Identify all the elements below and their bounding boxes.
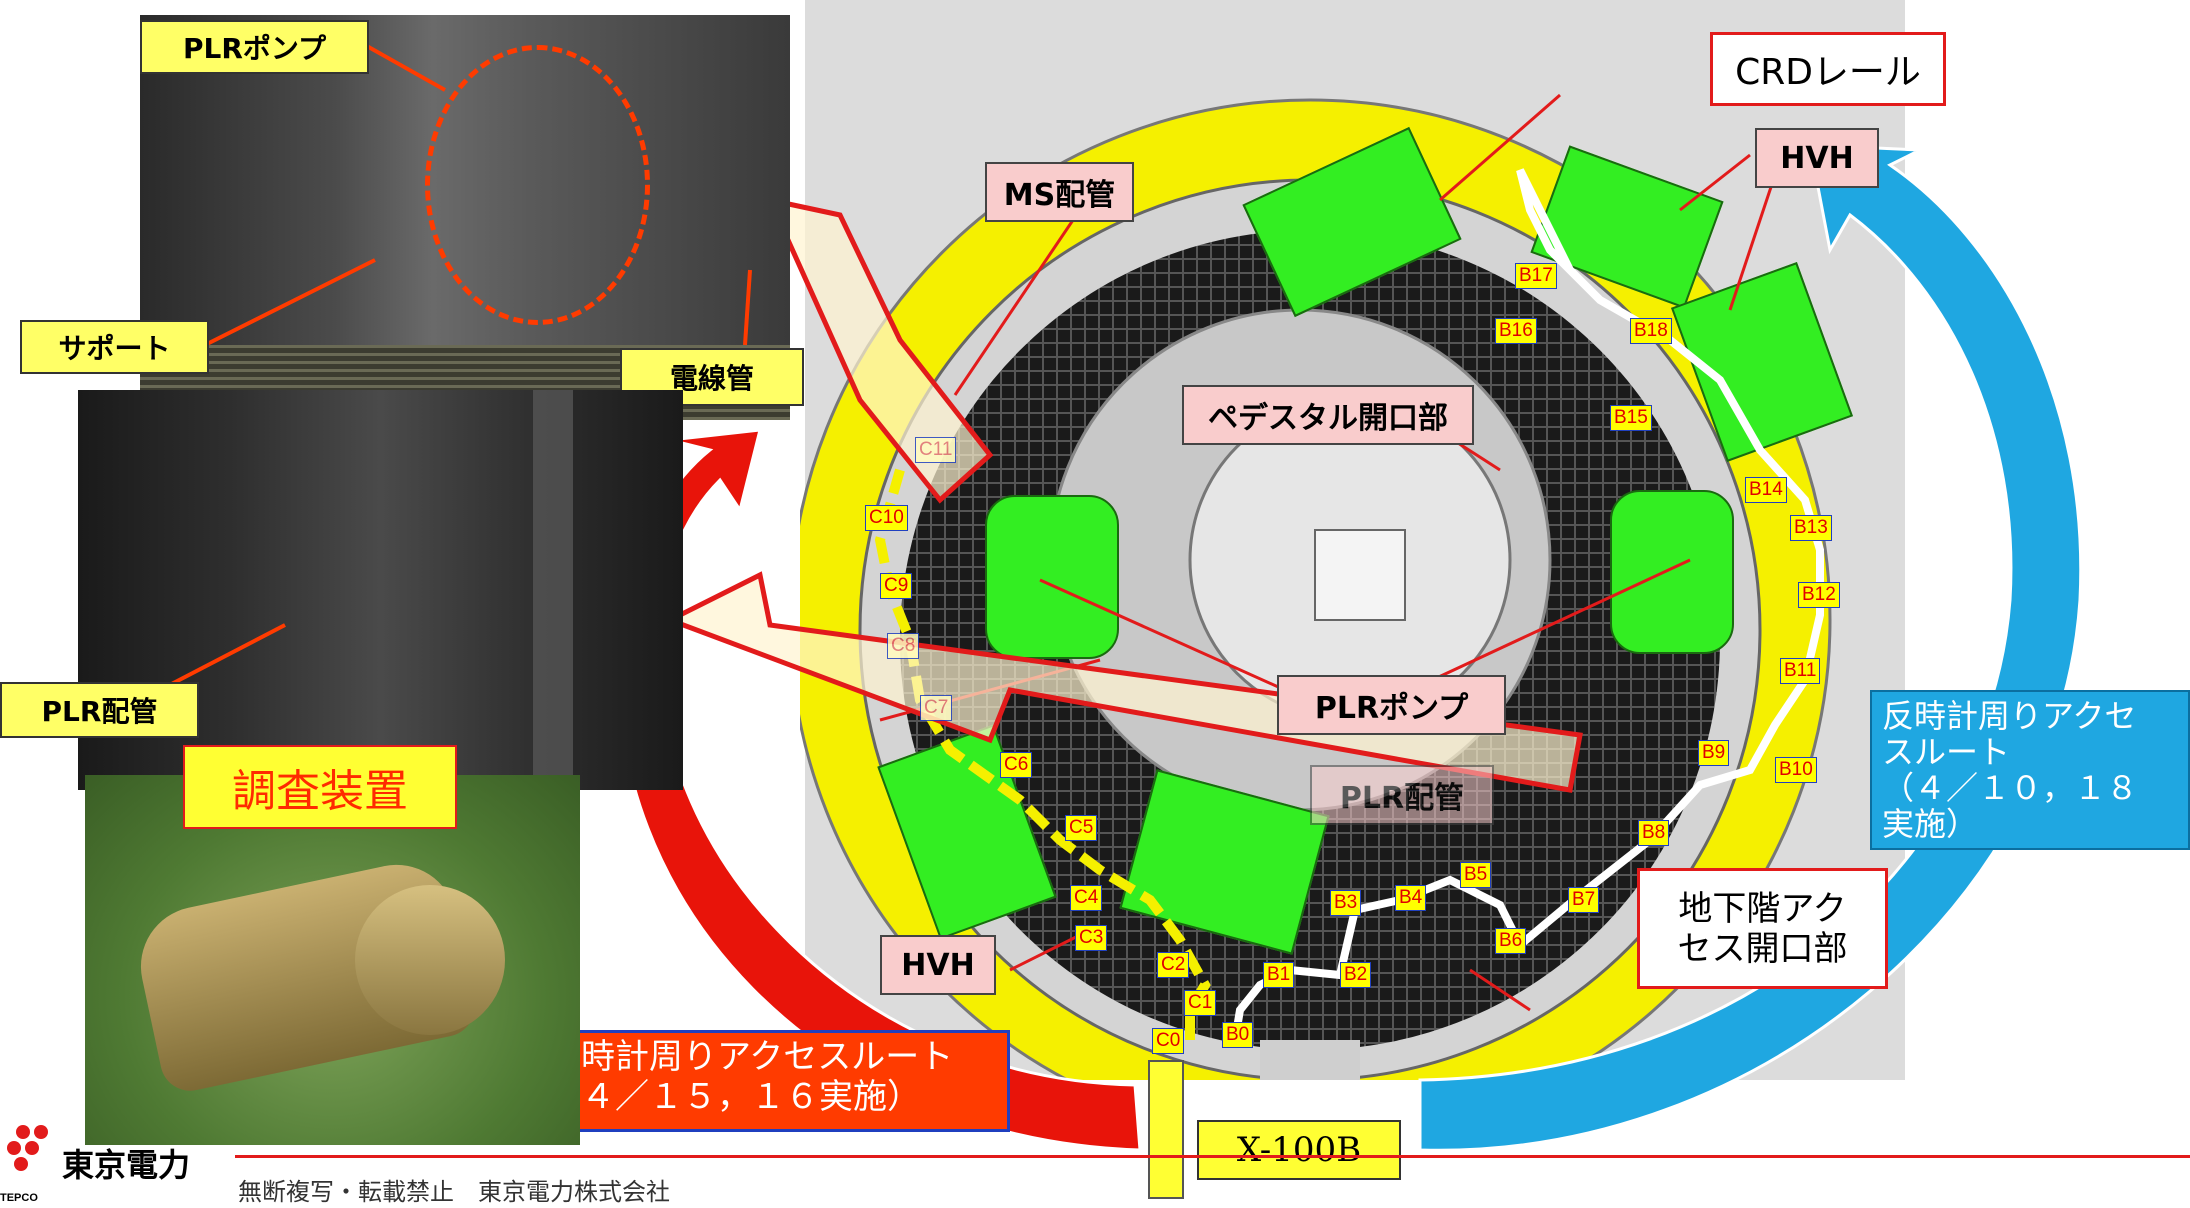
- node-c10: C10: [865, 505, 908, 531]
- logo-dot-1: [16, 1125, 30, 1139]
- support-label: サポート: [20, 320, 209, 374]
- plr-pump-right: [1610, 490, 1734, 654]
- blue-route-line3: （４／１０，１８: [1882, 769, 2139, 807]
- hvh-top-label: HVH: [1755, 128, 1879, 188]
- node-b8: B8: [1638, 820, 1670, 846]
- b-route-path: [1231, 168, 1824, 1041]
- plr-piping-photo-label: PLR配管: [0, 682, 199, 738]
- node-b13: B13: [1790, 515, 1832, 541]
- logo-dot-4: [25, 1141, 39, 1155]
- pedestal-opening-label: ペデスタル開口部: [1182, 385, 1474, 445]
- plr-pump-photo-label: PLRポンプ: [140, 20, 369, 74]
- company-name: 東京電力: [62, 1146, 191, 1184]
- x100b-label: X-100B: [1197, 1120, 1401, 1180]
- node-b6: B6: [1495, 928, 1527, 954]
- basement-opening-line2: セス開口部: [1677, 928, 1848, 969]
- node-c5: C5: [1065, 815, 1098, 841]
- red-route-line2: （４／１５，１６実施）: [547, 1077, 921, 1117]
- top-photo-pointers: [204, 43, 752, 347]
- node-b17: B17: [1515, 263, 1557, 289]
- plr-pump-diagram-label: PLRポンプ: [1277, 675, 1506, 735]
- node-b14: B14: [1745, 477, 1787, 503]
- node-c2: C2: [1157, 952, 1190, 978]
- device-crawler: [355, 885, 505, 1035]
- node-b1: B1: [1263, 962, 1295, 988]
- node-c1: C1: [1184, 990, 1217, 1016]
- crd-rail-label: CRDレール: [1710, 32, 1946, 106]
- node-c6: C6: [1000, 752, 1033, 778]
- footer-rule: [235, 1155, 2190, 1158]
- ms-piping-label: MS配管: [985, 162, 1134, 222]
- plr-piping-diagram-label: PLR配管: [1310, 765, 1494, 825]
- node-b10: B10: [1775, 757, 1817, 783]
- hvh-bottom-label: HVH: [880, 935, 996, 995]
- node-b11: B11: [1780, 658, 1821, 684]
- ms-piping-arrow: [765, 196, 994, 504]
- blue-route-curve: [1418, 143, 2083, 1152]
- node-c3: C3: [1075, 925, 1108, 951]
- red-route-label: 反時計周りアクセスルート （４／１５，１６実施）: [530, 1030, 1010, 1132]
- node-c0: C0: [1152, 1028, 1185, 1054]
- node-b18: B18: [1630, 318, 1672, 344]
- blue-route-line1: 反時計周りアクセ: [1882, 697, 2137, 735]
- node-b7: B7: [1568, 887, 1600, 913]
- node-b4: B4: [1395, 885, 1427, 911]
- red-route-line1: 反時計周りアクセスルート: [547, 1037, 954, 1077]
- node-b2: B2: [1340, 962, 1372, 988]
- node-b16: B16: [1495, 318, 1537, 344]
- node-c8: C8: [887, 633, 920, 659]
- node-b12: B12: [1798, 582, 1840, 608]
- middle-photo-pointer: [159, 623, 286, 692]
- blue-route-label: 反時計周りアクセ スルート （４／１０，１８ 実施）: [1870, 690, 2190, 850]
- copyright-notice: 無断複写・転載禁止 東京電力株式会社: [238, 1178, 670, 1206]
- logo-dot-3: [7, 1141, 21, 1155]
- pipe-seam: [533, 390, 573, 790]
- tepco-logo-icon: [2, 1125, 56, 1179]
- node-b3: B3: [1330, 890, 1362, 916]
- logo-dot-2: [34, 1125, 48, 1139]
- x100b-pipe: [1148, 1060, 1184, 1199]
- node-b0: B0: [1222, 1022, 1254, 1048]
- basement-opening-line1: 地下階アク: [1678, 888, 1847, 929]
- tepco-subtext: TEPCO: [0, 1192, 38, 1204]
- node-c4: C4: [1070, 885, 1103, 911]
- survey-device-photo: [85, 775, 580, 1145]
- node-b15: B15: [1610, 405, 1652, 431]
- node-b9: B9: [1698, 740, 1730, 766]
- node-c11: C11: [915, 437, 957, 463]
- pump-circle-highlight: [425, 45, 650, 325]
- blue-route-line4: 実施）: [1882, 805, 1979, 843]
- survey-device-label: 調査装置: [183, 745, 457, 829]
- blue-route-line2: スルート: [1882, 733, 2011, 771]
- node-c9: C9: [880, 573, 913, 599]
- c-route-path: [874, 468, 1211, 1040]
- logo-dot-5: [14, 1157, 28, 1171]
- plr-pump-left: [985, 495, 1119, 659]
- node-b5: B5: [1460, 862, 1492, 888]
- node-c7: C7: [920, 695, 953, 721]
- basement-access-opening-label: 地下階アク セス開口部: [1637, 868, 1888, 989]
